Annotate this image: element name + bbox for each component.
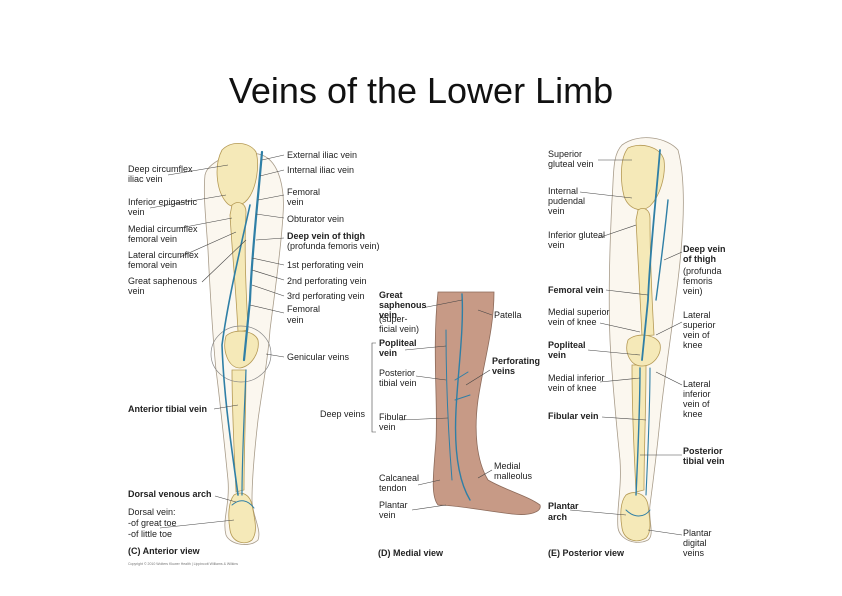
label-profunda-femoris-anterior: (profunda femoris vein) xyxy=(287,241,380,251)
anterior-foot xyxy=(228,492,256,544)
label-anterior-tibial-vein: Anterior tibial vein xyxy=(128,404,207,414)
posterior-tibial-vein-path xyxy=(635,367,641,496)
medial-leg-illustration xyxy=(432,291,541,515)
label-deep-veins: Deep veins xyxy=(320,409,366,419)
label-external-iliac-vein: External iliac vein xyxy=(287,150,357,160)
label-deep-vein-of-thigh-anterior: Deep vein of thigh xyxy=(287,231,365,241)
label-superficial-vein: (super-ficial vein) xyxy=(379,314,419,334)
medial-perforating-path xyxy=(454,371,471,401)
label-fibular-vein-posterior: Fibular vein xyxy=(548,411,599,421)
posterior-fibular-vein-path xyxy=(645,367,651,496)
label-femoral-vein-posterior: Femoral vein xyxy=(548,285,604,295)
posterior-foot xyxy=(620,492,651,542)
knee-highlight-circle xyxy=(210,325,272,383)
medial-deep-vein-path xyxy=(445,329,453,481)
view-label-anterior: (C) Anterior view xyxy=(128,546,201,556)
label-patella: Patella xyxy=(494,310,522,320)
label-dorsal-vein: Dorsal vein:-of great toe-of little toe xyxy=(128,507,177,539)
label-2nd-perforating-vein: 2nd perforating vein xyxy=(287,276,367,286)
label-internal-iliac-vein: Internal iliac vein xyxy=(287,165,354,175)
posterior-leaders xyxy=(569,159,683,536)
view-label-medial: (D) Medial view xyxy=(378,548,444,558)
anterior-dorsal-arch-path xyxy=(231,500,255,509)
medial-great-saphenous-path xyxy=(454,293,471,501)
posterior-deep-vein-path xyxy=(655,199,669,301)
posterior-femoral-vein-path xyxy=(641,149,661,361)
anterior-leg-illustration xyxy=(203,143,284,545)
anterior-knee xyxy=(224,330,259,369)
medial-leaders xyxy=(371,299,493,511)
copyright-text: Copyright © 2010 Wolters Kluwer Health |… xyxy=(128,562,238,566)
posterior-pelvis xyxy=(620,144,665,210)
medial-leg-shape xyxy=(432,291,541,515)
label-dorsal-venous-arch: Dorsal venous arch xyxy=(128,489,212,499)
posterior-plantar-arch-path xyxy=(625,509,651,517)
posterior-leg-illustration xyxy=(608,137,684,543)
slide-title: Veins of the Lower Limb xyxy=(228,70,614,111)
anterior-femoral-vein xyxy=(242,150,264,362)
anterior-pelvis xyxy=(216,143,258,207)
anterior-tibial-vein-path xyxy=(241,369,247,496)
label-1st-perforating-vein: 1st perforating vein xyxy=(287,260,364,270)
anterior-leaders xyxy=(149,154,285,529)
label-obturator-vein: Obturator vein xyxy=(287,214,344,224)
label-3rd-perforating-vein: 3rd perforating vein xyxy=(287,291,365,301)
label-genicular-veins: Genicular veins xyxy=(287,352,350,362)
anterior-great-saphenous-vein xyxy=(221,204,251,496)
view-label-posterior: (E) Posterior view xyxy=(548,548,625,558)
posterior-femur xyxy=(635,208,655,337)
